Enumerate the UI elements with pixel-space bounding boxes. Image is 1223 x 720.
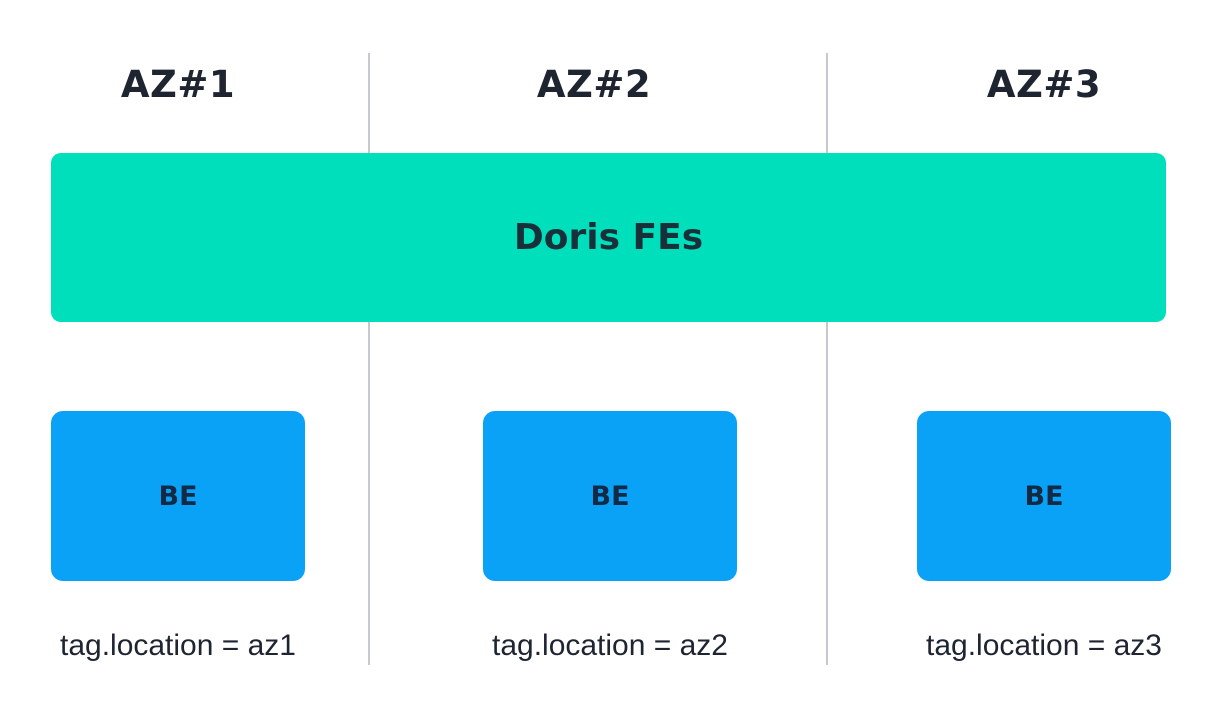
be-label-az2: BE <box>590 480 630 512</box>
be-box-az3: BE <box>917 411 1171 581</box>
zone-divider-1 <box>368 53 370 665</box>
tag-location-az2: tag.location = az2 <box>491 629 728 662</box>
be-label-az1: BE <box>158 480 198 512</box>
be-box-az2: BE <box>483 411 737 581</box>
zone-divider-2 <box>826 53 828 665</box>
zone-title-az1: AZ#1 <box>120 63 236 106</box>
tag-location-az1: tag.location = az1 <box>59 629 296 662</box>
be-box-az1: BE <box>51 411 305 581</box>
tag-location-az3: tag.location = az3 <box>925 629 1162 662</box>
doris-fe-label: Doris FEs <box>513 217 704 258</box>
zone-title-az2: AZ#2 <box>536 63 652 106</box>
doris-fe-bar: Doris FEs <box>51 153 1166 322</box>
be-label-az3: BE <box>1024 480 1064 512</box>
zone-title-az3: AZ#3 <box>986 63 1102 106</box>
